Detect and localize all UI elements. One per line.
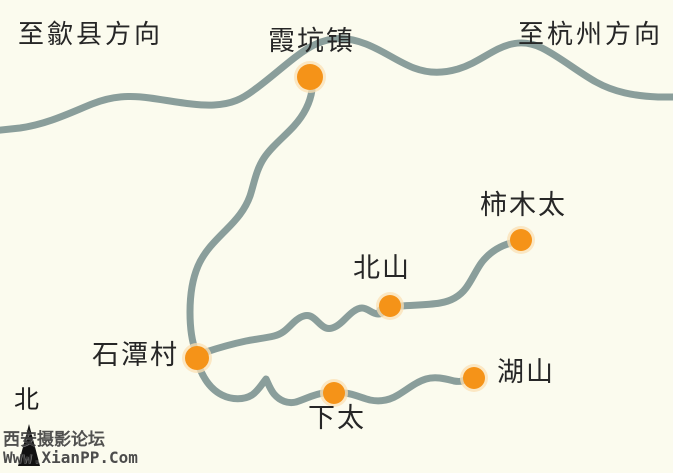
road-segment-xiatai-to-hushan bbox=[341, 374, 470, 405]
watermark-site-name: 西安摄影论坛 bbox=[3, 430, 105, 450]
place-node-beishan[interactable] bbox=[379, 295, 401, 317]
direction-label-text: 至杭州方向 bbox=[518, 20, 664, 50]
place-node-shitancun[interactable] bbox=[185, 346, 209, 370]
road-segment-shitan-to-beishan bbox=[202, 304, 386, 356]
direction-label-to-hangzhou: 至杭州方向 bbox=[518, 22, 663, 48]
place-label-beishan[interactable]: 北山 bbox=[353, 255, 411, 282]
road-segment-shitan-to-xiatai bbox=[196, 365, 328, 407]
compass-north-label: 北 bbox=[14, 387, 39, 412]
north-arrow-icon bbox=[18, 424, 40, 466]
place-nodes-group bbox=[182, 61, 535, 407]
place-label-text: 下太 bbox=[308, 403, 366, 434]
watermark: 西安摄影论坛 Www.XianPP.Com bbox=[3, 430, 153, 467]
direction-label-text: 至歙县方向 bbox=[18, 20, 164, 50]
place-label-xiakengzhen[interactable]: 霞坑镇 bbox=[268, 28, 355, 55]
place-label-shimutai[interactable]: 柿木太 bbox=[480, 192, 567, 219]
roads-group bbox=[0, 35, 673, 407]
place-label-text: 霞坑镇 bbox=[268, 26, 355, 57]
place-node-husha n[interactable] bbox=[463, 367, 485, 389]
compass-label-text: 北 bbox=[14, 385, 40, 414]
place-label-text: 湖山 bbox=[497, 357, 555, 388]
place-node-xiatai[interactable] bbox=[323, 382, 345, 404]
place-label-hushan[interactable]: 湖山 bbox=[497, 359, 555, 386]
place-label-xiatai[interactable]: 下太 bbox=[308, 405, 366, 432]
direction-label-to-shexian: 至歙县方向 bbox=[18, 22, 163, 48]
road-segment-main-road-west-to-xiakeng bbox=[0, 35, 673, 134]
road-segment-beishan-to-shimutai bbox=[397, 239, 515, 310]
place-label-text: 北山 bbox=[353, 253, 411, 284]
road-segment-xiakeng-to-shitan bbox=[186, 86, 316, 356]
place-label-text: 石潭村 bbox=[92, 340, 179, 371]
place-node-xiakengzhen[interactable] bbox=[297, 64, 323, 90]
watermark-url: Www.XianPP.Com bbox=[3, 447, 138, 467]
place-node-shimutai[interactable] bbox=[510, 229, 532, 251]
place-label-text: 柿木太 bbox=[480, 190, 567, 221]
place-label-shitancun[interactable]: 石潭村 bbox=[92, 342, 179, 369]
